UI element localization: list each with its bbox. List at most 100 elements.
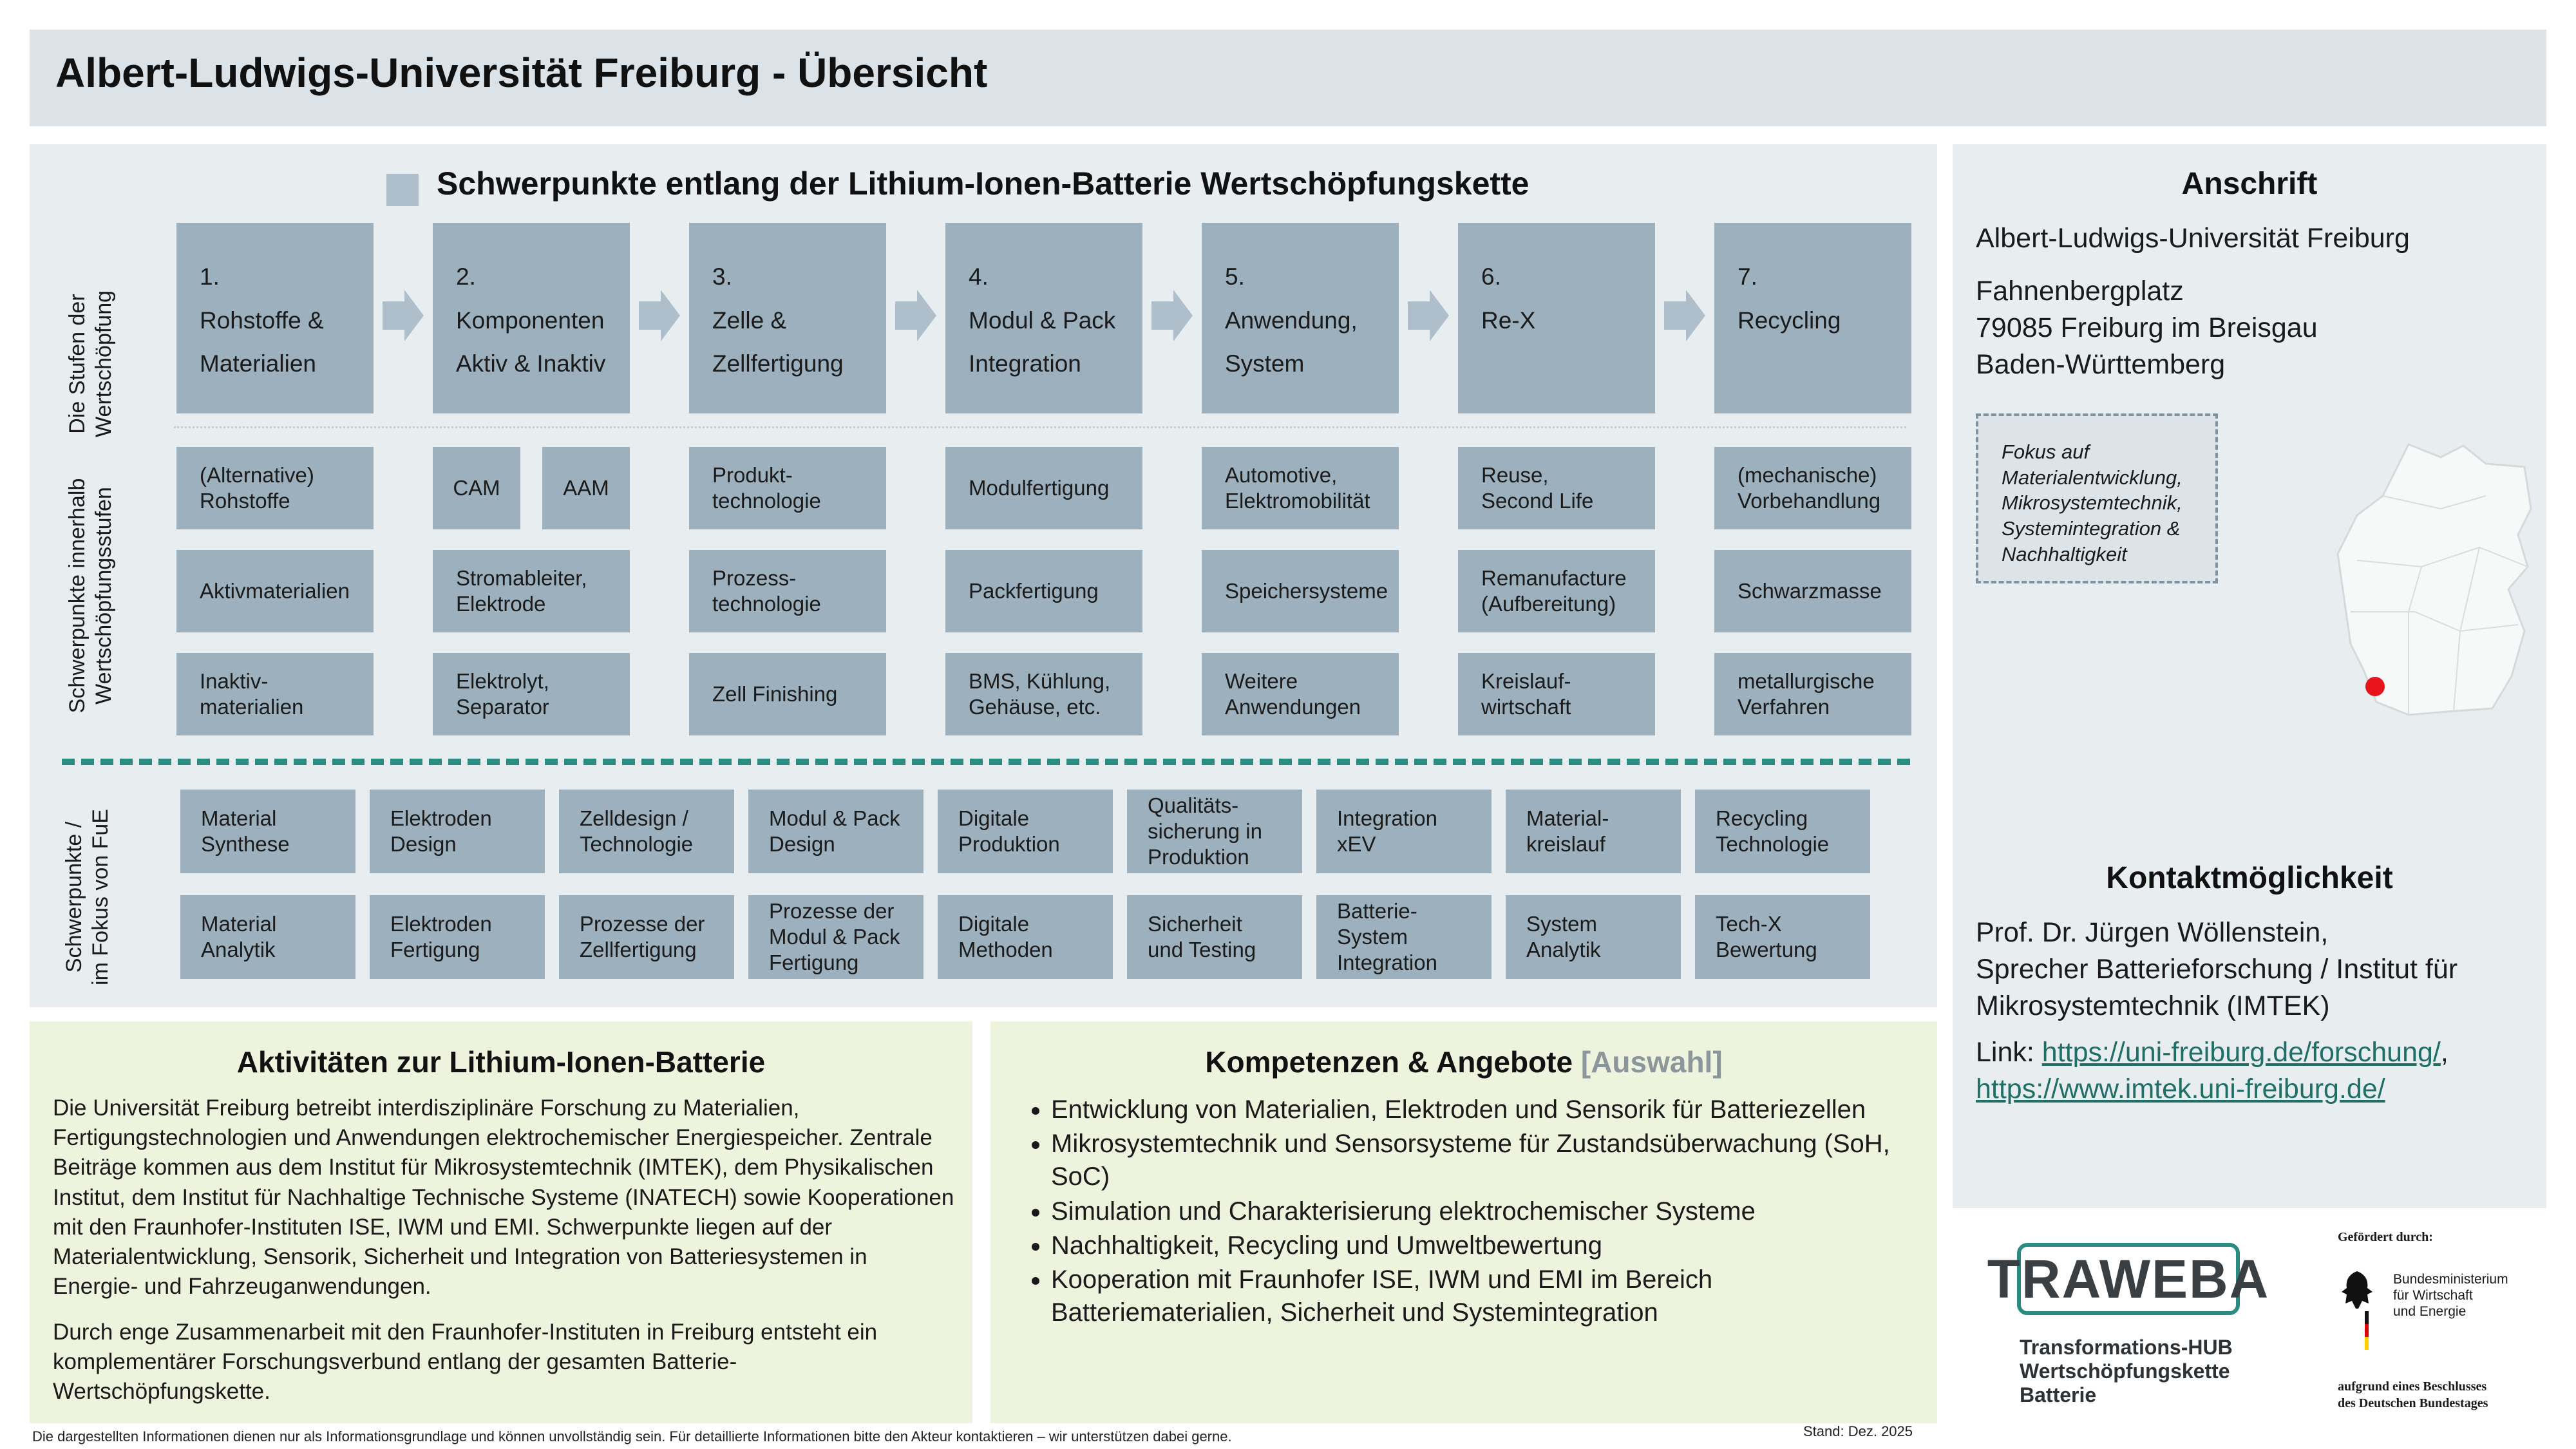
value-chain-title: Schwerpunkte entlang der Lithium-Ionen-B…	[437, 166, 1530, 202]
page-title: Albert-Ludwigs-Universität Freiburg - Üb…	[55, 50, 988, 96]
focus-box: BMS, Kühlung, Gehäuse, etc.	[945, 653, 1142, 735]
title-square-icon	[386, 174, 419, 206]
focus-note: Fokus auf Materialentwicklung, Mikrosyst…	[1976, 413, 2218, 583]
list-item: Entwicklung von Materialien, Elektroden …	[1051, 1094, 1915, 1126]
focus-box: Aktivmaterialien	[176, 550, 374, 632]
competences-panel: Kompetenzen & Angebote [Auswahl] Entwick…	[990, 1021, 1937, 1423]
competences-title: Kompetenzen & Angebote [Auswahl]	[990, 1045, 1937, 1079]
disclaimer: Die dargestellten Informationen dienen n…	[32, 1428, 1232, 1444]
row-label-focus-within: Schwerpunkte innerhalb Wertschöpfungsstu…	[65, 478, 116, 714]
list-item: Kooperation mit Fraunhofer ISE, IWM und …	[1051, 1264, 1915, 1329]
ministry-name: Bundesministerium für Wirtschaft und Ene…	[2393, 1272, 2508, 1320]
rd-box: Zelldesign / Technologie	[559, 790, 734, 873]
rd-box: Elektroden Fertigung	[370, 895, 545, 979]
contact-links: Link: https://uni-freiburg.de/forschung/…	[1976, 1034, 2536, 1108]
rd-box: Qualitäts- sicherung in Produktion	[1127, 790, 1302, 873]
activities-text: Die Universität Freiburg betreibt interd…	[53, 1095, 954, 1300]
rd-box: Prozesse der Modul & Pack Fertigung	[748, 895, 923, 979]
link-label: Link:	[1976, 1037, 2042, 1068]
address-name: Albert-Ludwigs-Universität Freiburg	[1976, 223, 2410, 254]
traweba-subtitle: Transformations-HUB Wertschöpfungskette …	[2020, 1336, 2233, 1407]
link-separator: ,	[2440, 1037, 2448, 1068]
rd-box: Digitale Methoden	[938, 895, 1113, 979]
competences-title-suffix: [Auswahl]	[1580, 1045, 1723, 1079]
stage-box: 4. Modul & Pack Integration	[945, 223, 1142, 413]
list-item: Mikrosystemtechnik und Sensorsysteme für…	[1051, 1128, 1915, 1193]
arrow-head	[661, 290, 680, 341]
stage-box: 3. Zelle & Zellfertigung	[689, 223, 886, 413]
arrow-head	[404, 290, 424, 341]
row-label-stages: Die Stufen der Wertschöpfung	[65, 290, 116, 438]
focus-box: Remanufacture (Aufbereitung)	[1458, 550, 1655, 632]
location-marker-icon	[2365, 677, 2385, 696]
focus-box: Zell Finishing	[689, 653, 886, 735]
flag-red	[2365, 1324, 2369, 1337]
contact-title: Kontaktmöglichkeit	[2106, 861, 2393, 895]
rd-box: Digitale Produktion	[938, 790, 1113, 873]
stage-box: 2. Komponenten Aktiv & Inaktiv	[433, 223, 630, 413]
rd-box: System Analytik	[1506, 895, 1681, 979]
list-item: Nachhaltigkeit, Recycling und Umweltbewe…	[1051, 1229, 1915, 1262]
contact-person: Prof. Dr. Jürgen Wöllenstein, Sprecher B…	[1976, 917, 2458, 1021]
focus-box: Automotive, Elektromobilität	[1202, 447, 1399, 529]
focus-box: Schwarzmasse	[1714, 550, 1911, 632]
stage-box: 1. Rohstoffe & Materialien	[176, 223, 374, 413]
stage-box: 6. Re-X	[1458, 223, 1655, 413]
competences-list: Entwicklung von Materialien, Elektroden …	[1014, 1094, 1915, 1331]
row-label-rd-focus: Schwerpunkte / im Fokus von FuE	[62, 809, 113, 985]
rd-box: Material Synthese	[180, 790, 355, 873]
eagle-shape	[2342, 1271, 2372, 1309]
arrow-right-icon	[1151, 301, 1173, 330]
focus-box: metallurgische Verfahren	[1714, 653, 1911, 735]
stage-box: 5. Anwendung, System	[1202, 223, 1399, 413]
focus-box: (Alternative) Rohstoffe	[176, 447, 374, 529]
rd-box: Material Analytik	[180, 895, 355, 979]
rd-box: Tech-X Bewertung	[1695, 895, 1870, 979]
focus-box: CAM	[433, 447, 520, 529]
arrow-head	[1686, 290, 1705, 341]
imtek-link[interactable]: https://www.imtek.uni-freiburg.de/	[1976, 1073, 2385, 1104]
research-link[interactable]: https://uni-freiburg.de/forschung/	[2041, 1037, 2441, 1068]
arrow-head	[917, 290, 936, 341]
list-item: Simulation und Charakterisierung elektro…	[1051, 1195, 1915, 1228]
rd-box: Prozesse der Zellfertigung	[559, 895, 734, 979]
rd-box: Material- kreislauf	[1506, 790, 1681, 873]
flag-black	[2365, 1311, 2369, 1324]
focus-box: AAM	[542, 447, 630, 529]
address-lines: Fahnenbergplatz 79085 Freiburg im Breisg…	[1976, 276, 2318, 380]
arrow-right-icon	[895, 301, 917, 330]
dotted-divider	[174, 426, 1906, 428]
focus-box: (mechanische) Vorbehandlung	[1714, 447, 1911, 529]
rd-box: Recycling Technologie	[1695, 790, 1870, 873]
focus-box: Kreislauf- wirtschaft	[1458, 653, 1655, 735]
germany-outline	[2336, 443, 2532, 716]
focus-box: Inaktiv- materialien	[176, 653, 374, 735]
address-title: Anschrift	[2181, 167, 2318, 201]
rd-box: Elektroden Design	[370, 790, 545, 873]
focus-box: Modulfertigung	[945, 447, 1142, 529]
focus-box: Prozess- technologie	[689, 550, 886, 632]
arrow-head	[1430, 290, 1449, 341]
focus-box: Elektrolyt, Separator	[433, 653, 630, 735]
activities-text-2: Durch enge Zusammenarbeit mit den Fraunh…	[53, 1320, 878, 1405]
focus-box: Produkt- technologie	[689, 447, 886, 529]
federal-eagle-icon	[2342, 1271, 2372, 1350]
traweba-logo: TRAWEBA	[1987, 1243, 2268, 1315]
competences-title-main: Kompetenzen & Angebote	[1205, 1045, 1573, 1079]
funded-by-label: Gefördert durch:	[2338, 1230, 2433, 1244]
arrow-head	[1173, 290, 1193, 341]
germany-map	[2336, 443, 2532, 716]
arrow-right-icon	[1408, 301, 1430, 330]
arrow-right-icon	[1664, 301, 1686, 330]
header-bar: Albert-Ludwigs-Universität Freiburg - Üb…	[30, 30, 2546, 126]
rd-box: Sicherheit und Testing	[1127, 895, 1302, 979]
dashed-divider	[62, 759, 1910, 765]
focus-box: Stromableiter, Elektrode	[433, 550, 630, 632]
stage-box: 7. Recycling	[1714, 223, 1911, 413]
focus-box: Reuse, Second Life	[1458, 447, 1655, 529]
arrow-right-icon	[639, 301, 661, 330]
bundestag-resolution: aufgrund eines Beschlusses des Deutschen…	[2338, 1379, 2488, 1410]
focus-box: Packfertigung	[945, 550, 1142, 632]
rd-box: Batterie- System Integration	[1316, 895, 1492, 979]
rd-box: Modul & Pack Design	[748, 790, 923, 873]
